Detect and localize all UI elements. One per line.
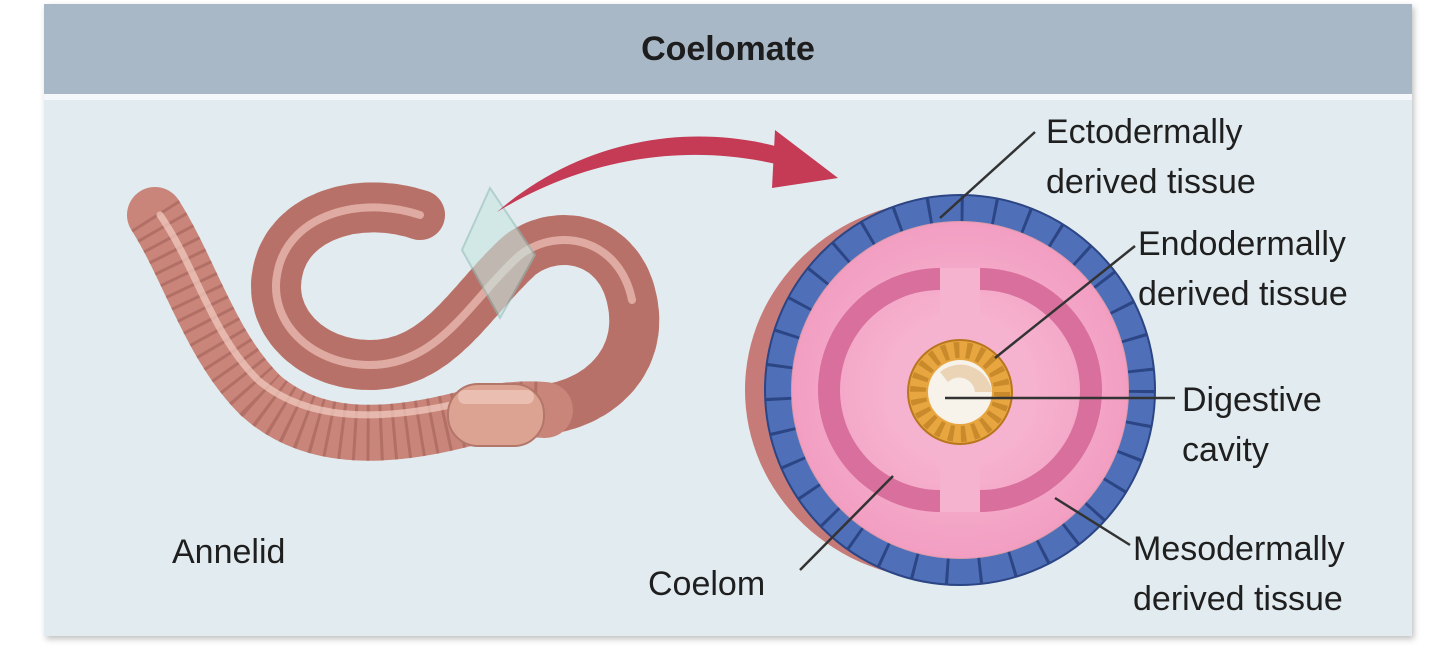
- mesoderm-leader-line: [1054, 496, 1131, 547]
- diagram-title: Coelomate: [641, 29, 815, 68]
- mesoderm-label-line1: Mesodermally: [1133, 530, 1345, 568]
- ectoderm-leader-line: [939, 131, 1036, 219]
- endoderm-label-line2: derived tissue: [1138, 275, 1348, 313]
- ectoderm-label-line1: Ectodermally: [1046, 113, 1243, 151]
- digestive-label-line1: Digestive: [1182, 381, 1322, 419]
- coelom-leader-line: [799, 475, 894, 571]
- annelid-label: Annelid: [172, 533, 286, 571]
- label-leader-lines: [799, 131, 1175, 571]
- ectoderm-label-line2: derived tissue: [1046, 163, 1256, 201]
- earthworm-illustration: [127, 182, 660, 461]
- digestive-label-line2: cavity: [1182, 431, 1269, 469]
- header-bar: Coelomate: [44, 4, 1412, 100]
- mesoderm-label-line2: derived tissue: [1133, 580, 1343, 618]
- curved-arrow-icon: [497, 130, 838, 212]
- endoderm-label-line1: Endodermally: [1138, 225, 1346, 263]
- cross-section-illustration: [745, 194, 1156, 586]
- coelom-label: Coelom: [648, 565, 766, 603]
- endoderm-leader-line: [994, 245, 1136, 359]
